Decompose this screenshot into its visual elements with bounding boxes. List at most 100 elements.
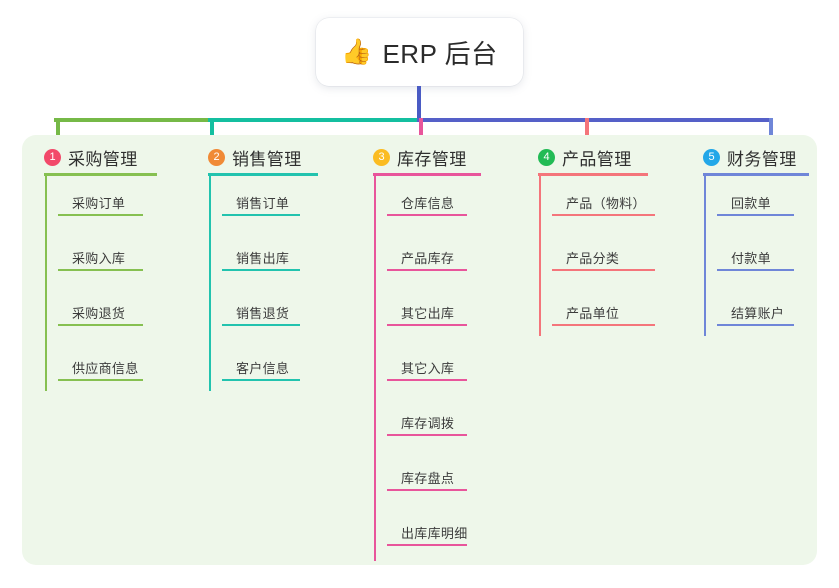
leaf-item[interactable]: 销售退货 — [222, 303, 300, 326]
leaf-rule — [552, 269, 655, 271]
leaf-item[interactable]: 产品单位 — [552, 303, 655, 326]
leaf-rule — [387, 489, 467, 491]
leaf-item[interactable]: 结算账户 — [717, 303, 794, 326]
bar-segment-mid — [208, 118, 419, 122]
leaf-item[interactable]: 产品库存 — [387, 248, 467, 271]
branch-header-1[interactable]: 1 采购管理 — [44, 145, 138, 170]
leaf-item[interactable]: 采购入库 — [58, 248, 143, 271]
leaf-item[interactable]: 库存盘点 — [387, 468, 467, 491]
leaf-item[interactable]: 产品（物料） — [552, 193, 655, 216]
branch-column-5: 5 财务管理回款单付款单结算账户 — [703, 135, 839, 565]
branch-header-rule — [703, 173, 809, 176]
leaf-label: 出库库明细 — [401, 526, 468, 541]
leaf-rule — [58, 379, 143, 381]
leaf-label: 付款单 — [731, 251, 771, 266]
bar-segment-right — [417, 118, 771, 122]
branches-panel — [22, 135, 817, 565]
leaf-label: 采购退货 — [72, 306, 126, 321]
leaf-rule — [552, 214, 655, 216]
leaf-rule — [387, 434, 467, 436]
bar-segment-left — [54, 118, 212, 122]
leaf-label: 仓库信息 — [401, 196, 455, 211]
branch-header-2[interactable]: 2 销售管理 — [208, 145, 302, 170]
branch-column-2: 2 销售管理销售订单销售出库销售退货客户信息 — [208, 135, 358, 565]
leaf-item[interactable]: 其它出库 — [387, 303, 467, 326]
leaf-rule — [717, 214, 794, 216]
branch-spine — [209, 176, 211, 391]
leaf-label: 销售订单 — [236, 196, 290, 211]
leaf-rule — [222, 379, 300, 381]
leaf-rule — [222, 214, 300, 216]
leaf-rule — [222, 269, 300, 271]
branch-spine — [704, 176, 706, 336]
leaf-label: 库存盘点 — [401, 471, 455, 486]
root-node-content: 👍 ERP 后台 — [341, 34, 497, 71]
leaf-item[interactable]: 销售出库 — [222, 248, 300, 271]
branch-header-rule — [373, 173, 481, 176]
leaf-item[interactable]: 库存调拨 — [387, 413, 467, 436]
leaf-item[interactable]: 采购订单 — [58, 193, 143, 216]
branch-number-badge: 4 — [538, 149, 555, 166]
leaf-label: 产品分类 — [566, 251, 620, 266]
branch-header-5[interactable]: 5 财务管理 — [703, 145, 797, 170]
leaf-item[interactable]: 销售订单 — [222, 193, 300, 216]
branch-title: 采购管理 — [68, 150, 138, 169]
leaf-label: 产品单位 — [566, 306, 620, 321]
branch-number-badge: 5 — [703, 149, 720, 166]
leaf-label: 客户信息 — [236, 361, 290, 376]
branch-title: 销售管理 — [232, 150, 302, 169]
leaf-rule — [387, 214, 467, 216]
leaf-label: 采购入库 — [72, 251, 126, 266]
leaf-item[interactable]: 回款单 — [717, 193, 794, 216]
root-node-card[interactable]: 👍 ERP 后台 — [316, 18, 523, 86]
leaf-label: 供应商信息 — [72, 361, 139, 376]
leaf-rule — [387, 379, 467, 381]
branch-spine — [45, 176, 47, 391]
leaf-item[interactable]: 付款单 — [717, 248, 794, 271]
leaf-label: 销售出库 — [236, 251, 290, 266]
leaf-label: 产品库存 — [401, 251, 455, 266]
branch-header-rule — [44, 173, 157, 176]
leaf-rule — [58, 214, 143, 216]
branch-number-badge: 1 — [44, 149, 61, 166]
leaf-rule — [717, 269, 794, 271]
leaf-rule — [717, 324, 794, 326]
leaf-item[interactable]: 供应商信息 — [58, 358, 145, 381]
branch-title: 财务管理 — [727, 150, 797, 169]
leaf-label: 其它入库 — [401, 361, 455, 376]
branch-header-4[interactable]: 4 产品管理 — [538, 145, 632, 170]
leaf-rule — [222, 324, 300, 326]
leaf-item[interactable]: 客户信息 — [222, 358, 300, 381]
leaf-label: 其它出库 — [401, 306, 455, 321]
leaf-label: 销售退货 — [236, 306, 290, 321]
branch-column-1: 1 采购管理采购订单采购入库采购退货供应商信息 — [44, 135, 194, 565]
leaf-rule — [58, 324, 143, 326]
branch-header-rule — [538, 173, 648, 176]
branch-number-badge: 3 — [373, 149, 390, 166]
branch-title: 产品管理 — [562, 150, 632, 169]
leaf-label: 结算账户 — [731, 306, 785, 321]
leaf-item[interactable]: 仓库信息 — [387, 193, 467, 216]
branch-spine — [374, 176, 376, 561]
branch-column-4: 4 产品管理产品（物料） 产品分类产品单位 — [538, 135, 688, 565]
leaf-label: 回款单 — [731, 196, 771, 211]
branch-title: 库存管理 — [397, 150, 467, 169]
leaf-label: 产品（物料） — [566, 196, 646, 211]
branch-spine — [539, 176, 541, 336]
leaf-item[interactable]: 其它入库 — [387, 358, 467, 381]
root-stem — [417, 86, 421, 122]
leaf-label: 采购订单 — [72, 196, 126, 211]
leaf-item[interactable]: 采购退货 — [58, 303, 143, 326]
leaf-item[interactable]: 产品分类 — [552, 248, 655, 271]
leaf-rule — [387, 324, 467, 326]
leaf-label: 库存调拨 — [401, 416, 455, 431]
branch-number-badge: 2 — [208, 149, 225, 166]
leaf-rule — [58, 269, 143, 271]
branch-header-rule — [208, 173, 318, 176]
thumbs-up-icon: 👍 — [341, 37, 373, 66]
leaf-item[interactable]: 出库库明细 — [387, 523, 474, 546]
branch-header-3[interactable]: 3 库存管理 — [373, 145, 467, 170]
root-node-title: ERP 后台 — [382, 38, 498, 69]
leaf-rule — [552, 324, 655, 326]
